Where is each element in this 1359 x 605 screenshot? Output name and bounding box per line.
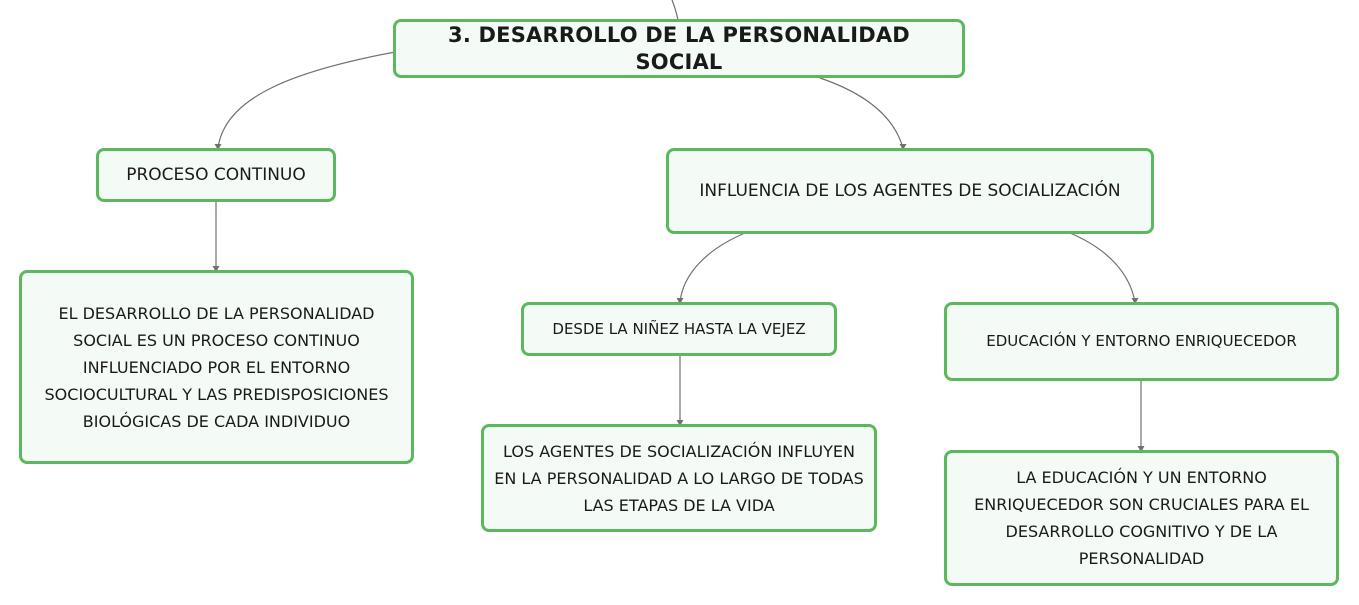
root-topic-node[interactable]: 3. DESARROLLO DE LA PERSONALIDAD SOCIAL [393, 19, 965, 78]
detail-node-educacion-entorno[interactable]: LA EDUCACIÓN Y UN ENTORNO ENRIQUECEDOR S… [944, 450, 1339, 586]
arrowhead [676, 298, 684, 304]
topic-node-ninez-vejez[interactable]: DESDE LA NIÑEZ HASTA LA VEJEZ [521, 302, 837, 356]
topic-node-influencia-agentes[interactable]: INFLUENCIA DE LOS AGENTES DE SOCIALIZACI… [666, 148, 1154, 234]
detail-node-ninez-vejez[interactable]: LOS AGENTES DE SOCIALIZACIÓN INFLUYEN EN… [481, 424, 877, 532]
connector-root-right [819, 77, 904, 149]
arrowhead [214, 144, 222, 150]
arrowhead [1137, 446, 1145, 452]
topic-node-proceso-continuo[interactable]: PROCESO CONTINUO [96, 148, 336, 202]
arrowhead [899, 144, 907, 150]
arrowhead [676, 420, 684, 426]
connector-top [671, 0, 679, 21]
connector-root-left [217, 51, 396, 149]
topic-node-educacion-entorno[interactable]: EDUCACIÓN Y ENTORNO ENRIQUECEDOR [944, 302, 1339, 381]
detail-node-proceso-continuo[interactable]: EL DESARROLLO DE LA PERSONALIDAD SOCIAL … [19, 270, 414, 464]
arrowhead [212, 266, 220, 272]
connector-right-child2 [1069, 232, 1136, 303]
arrowhead [1131, 298, 1139, 304]
connector-right-child1 [679, 232, 746, 303]
